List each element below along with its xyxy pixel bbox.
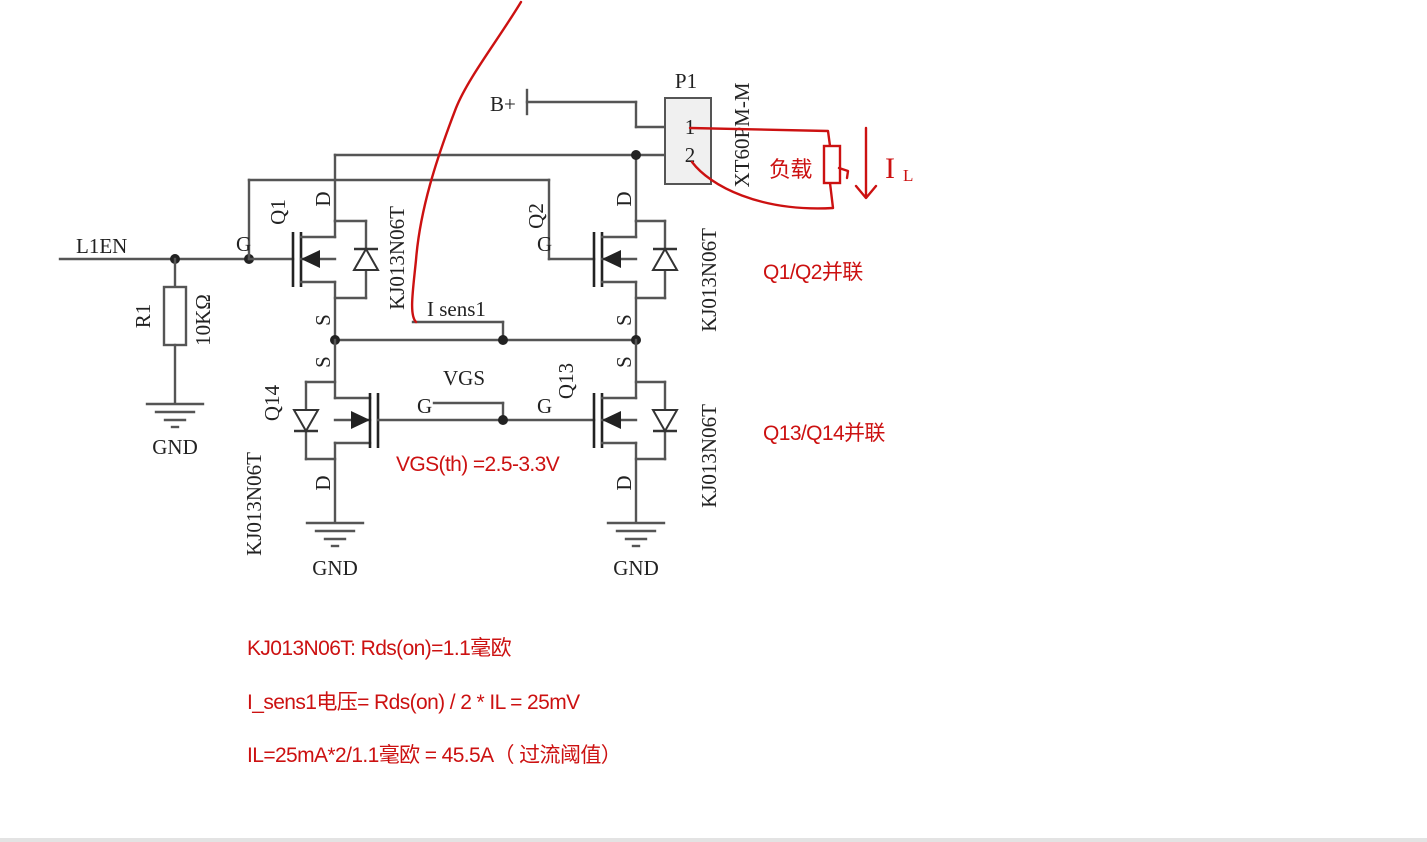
r1-ref-label: R1 xyxy=(131,304,155,329)
q14-pin-s: S xyxy=(311,356,335,368)
connector-p1: P1 1 2 XT60PM-M xyxy=(664,69,754,188)
il-symbol: I xyxy=(885,152,895,185)
handdrawn-annotations: 负载 I L xyxy=(410,0,913,324)
q14-pin-d: D xyxy=(311,475,335,490)
net-label-vgs: VGS xyxy=(443,366,485,390)
q13-pin-s: S xyxy=(612,356,636,368)
q1-ref-label: Q1 xyxy=(266,199,290,225)
isens-probe-curve xyxy=(410,0,523,324)
q14-part-label: KJ013N06T xyxy=(242,452,266,556)
mosfet-q14: Q14 S G D KJ013N06T xyxy=(242,338,505,556)
load-loop xyxy=(688,126,835,210)
l1en-net: L1EN xyxy=(58,234,251,261)
p1-pin2-label: 2 xyxy=(685,143,696,167)
vgs-net: VGS xyxy=(432,366,596,422)
q13-pin-d: D xyxy=(612,475,636,490)
q14-ref-label: Q14 xyxy=(260,384,284,421)
q2-pin-s: S xyxy=(612,314,636,326)
load-resistor-symbol xyxy=(822,144,842,185)
source-bus: I sens1 xyxy=(333,297,638,342)
load-tick xyxy=(837,166,850,180)
r1-value-label: 10KΩ xyxy=(191,294,215,346)
q13-pin-g: G xyxy=(537,394,552,418)
gnd-label: GND xyxy=(152,435,198,459)
current-arrow xyxy=(854,126,878,200)
q2-ref-label: Q2 xyxy=(524,203,548,229)
load-label: 负载 xyxy=(769,157,812,182)
mosfet-q2: Q2 D G S KJ013N06T xyxy=(524,191,721,342)
q1-pin-d: D xyxy=(311,191,335,206)
q2-pin-d: D xyxy=(612,191,636,206)
gnd-label: GND xyxy=(613,556,659,580)
gnd-label: GND xyxy=(312,556,358,580)
q2-pin-g: G xyxy=(537,232,552,256)
note-q1q2-parallel: Q1/Q2并联 xyxy=(763,261,863,284)
gnd-symbol-q14: GND xyxy=(305,521,365,580)
junction-dot xyxy=(631,150,641,160)
q14-pin-g: G xyxy=(417,394,432,418)
q2-part-label: KJ013N06T xyxy=(697,228,721,332)
q1-pin-g: G xyxy=(236,232,251,256)
p1-part-label: XT60PM-M xyxy=(730,82,754,187)
q13-part-label: KJ013N06T xyxy=(697,404,721,508)
gnd-symbol-q13: GND xyxy=(606,521,666,580)
note-rds-on: KJ013N06T: Rds(on)=1.1毫欧 xyxy=(247,637,512,660)
q13-ref-label: Q13 xyxy=(554,363,578,399)
q1-part-label: KJ013N06T xyxy=(385,206,409,310)
net-label-isens: I sens1 xyxy=(427,297,486,321)
note-vgs-threshold: VGS(th) =2.5-3.3V xyxy=(396,453,560,476)
gate-bus xyxy=(247,178,551,261)
note-isens-voltage: I_sens1电压= Rds(on) / 2 * IL = 25mV xyxy=(247,691,580,714)
gnd-symbol-r1: GND xyxy=(145,402,205,459)
drain-bus xyxy=(333,153,667,223)
note-overcurrent: IL=25mA*2/1.1毫欧 = 45.5A（ 过流阈值） xyxy=(247,744,621,767)
il-subscript: L xyxy=(903,166,913,185)
net-label-l1en: L1EN xyxy=(76,234,127,258)
p1-ref-label: P1 xyxy=(675,69,697,93)
q1-pin-s: S xyxy=(311,314,335,326)
window-bottom-edge xyxy=(0,838,1427,842)
b-plus-net: B+ xyxy=(490,88,667,129)
mosfet-q1: Q1 D G S KJ013N06T xyxy=(236,191,409,342)
b-plus-label: B+ xyxy=(490,92,516,116)
resistor-r1: R1 10KΩ xyxy=(131,257,215,405)
junction-dot xyxy=(498,415,508,425)
note-q13q14-parallel: Q13/Q14并联 xyxy=(763,422,885,445)
mosfet-q13: Q13 S G D KJ013N06T xyxy=(537,338,721,524)
junction-dot xyxy=(498,335,508,345)
